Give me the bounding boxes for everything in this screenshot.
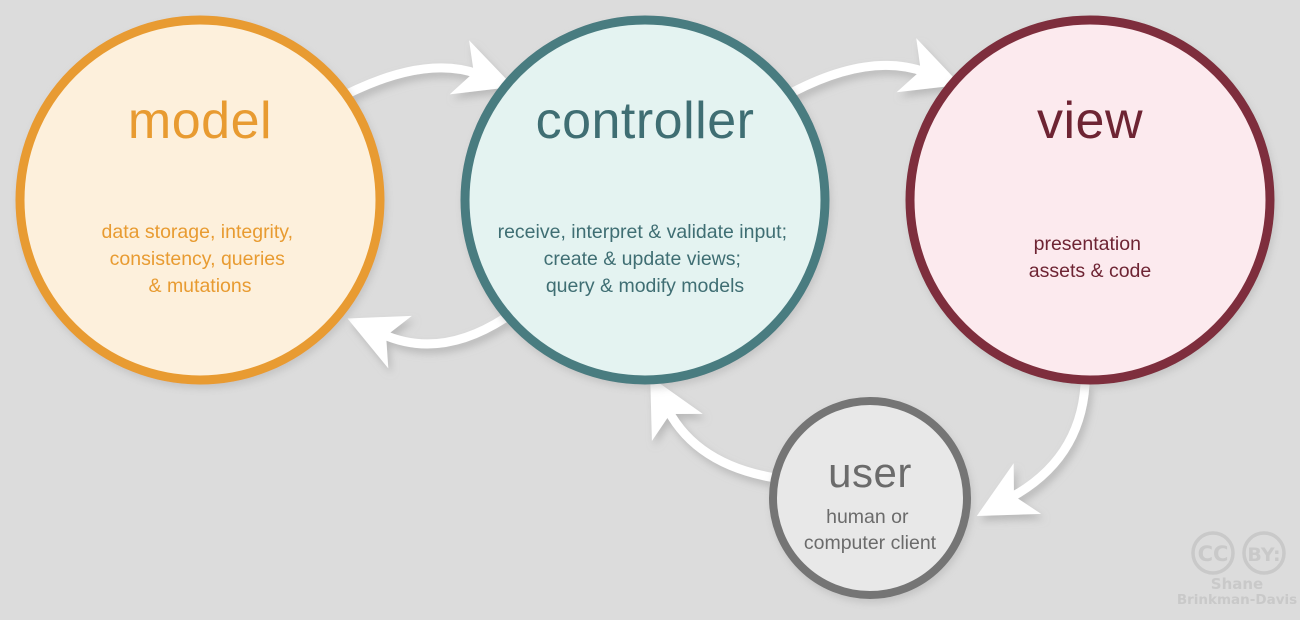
- user-desc-line-2: computer client: [804, 532, 937, 554]
- arrow-group: [340, 38, 1090, 517]
- node-view[interactable]: view presentation assets & code: [905, 15, 1275, 385]
- view-circle[interactable]: [905, 15, 1275, 385]
- arrow-controller-to-model: [347, 313, 510, 369]
- view-description: presentation assets & code: [1029, 233, 1151, 282]
- arrow-model-to-controller: [340, 40, 514, 100]
- license-badge[interactable]: CC BY: Shane Brinkman-Davis: [1177, 531, 1297, 608]
- author-name-line-1: Shane: [1211, 575, 1263, 593]
- cc-icon: [1191, 531, 1235, 575]
- model-desc-line-3: & mutations: [149, 275, 252, 297]
- model-circle[interactable]: [15, 15, 385, 385]
- view-desc-line-2: assets & code: [1029, 260, 1151, 282]
- model-description: data storage, integrity, consistency, qu…: [102, 221, 299, 297]
- controller-title: controller: [536, 92, 755, 150]
- user-description: human or computer client: [804, 506, 937, 554]
- controller-desc-line-2: create & update views;: [544, 248, 741, 270]
- user-title: user: [828, 449, 912, 496]
- node-user[interactable]: user human or computer client: [769, 397, 971, 599]
- view-title: view: [1037, 92, 1143, 150]
- cc-icon-label: CC: [1198, 542, 1229, 566]
- user-circle[interactable]: [769, 397, 971, 599]
- node-model[interactable]: model data storage, integrity, consisten…: [15, 15, 385, 385]
- by-icon: [1242, 531, 1286, 575]
- controller-description: receive, interpret & validate input; cre…: [498, 221, 793, 297]
- model-desc-line-1: data storage, integrity,: [102, 221, 294, 243]
- user-desc-line-1: human or: [826, 506, 909, 528]
- controller-circle[interactable]: [460, 15, 830, 385]
- node-controller[interactable]: controller receive, interpret & validate…: [460, 15, 830, 385]
- controller-desc-line-3: query & modify models: [546, 275, 745, 297]
- model-title: model: [128, 92, 272, 150]
- author-name-line-2: Brinkman-Davis: [1177, 592, 1297, 608]
- arrow-user-to-controller: [650, 376, 795, 485]
- arrow-view-to-user: [976, 380, 1090, 517]
- arrow-controller-to-view: [788, 38, 961, 97]
- by-icon-label: BY:: [1247, 544, 1280, 566]
- view-desc-line-1: presentation: [1034, 233, 1141, 255]
- model-desc-line-2: consistency, queries: [110, 248, 285, 270]
- controller-desc-line-1: receive, interpret & validate input;: [498, 221, 787, 243]
